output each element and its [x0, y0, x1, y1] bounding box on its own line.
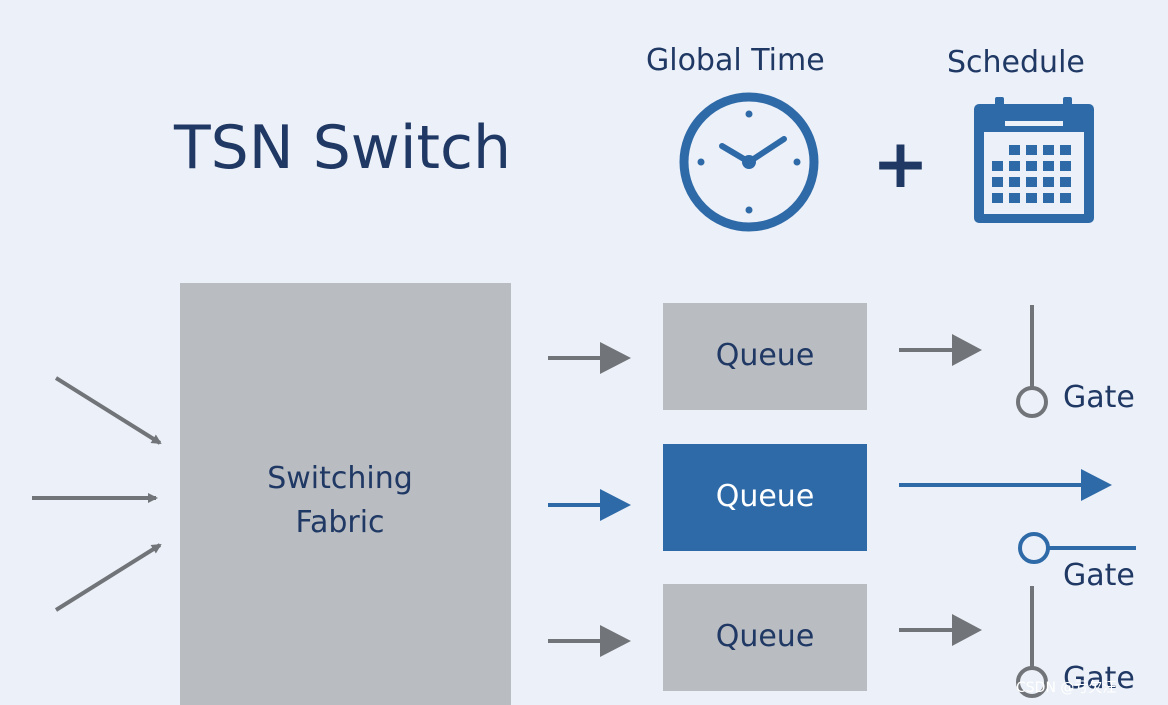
watermark-text: CSDN @亏欠汪: [1016, 680, 1116, 696]
queue-label-1: Queue: [716, 338, 815, 373]
input-arrow-bottom: [54, 543, 162, 612]
page-title: TSN Switch: [173, 113, 511, 183]
gate-label-2: Gate: [1063, 558, 1135, 593]
calendar-icon: [974, 97, 1094, 223]
input-arrow-top: [54, 376, 162, 445]
queue-row-2: Queue Gate: [548, 444, 1136, 593]
gate-label-3: Gate: [1063, 661, 1135, 696]
switching-fabric-box: [180, 283, 511, 705]
schedule-label: Schedule: [947, 45, 1085, 80]
switching-fabric-label-line2: Fabric: [295, 505, 384, 540]
queue-label-3: Queue: [716, 619, 815, 654]
plus-sign: +: [872, 125, 929, 204]
queue-row-3: Queue Gate: [548, 584, 1135, 698]
queue-box-1: [663, 303, 867, 410]
queue-box-3: [663, 584, 867, 691]
queue-label-2: Queue: [716, 479, 815, 514]
gate-label-1: Gate: [1063, 380, 1135, 415]
input-arrows: [32, 376, 162, 612]
queue-box-2-active: [663, 444, 867, 551]
queue-row-1: Queue Gate: [548, 303, 1135, 418]
global-time-label: Global Time: [646, 43, 825, 78]
clock-icon: [679, 92, 819, 232]
switching-fabric-label-line1: Switching: [267, 461, 413, 496]
